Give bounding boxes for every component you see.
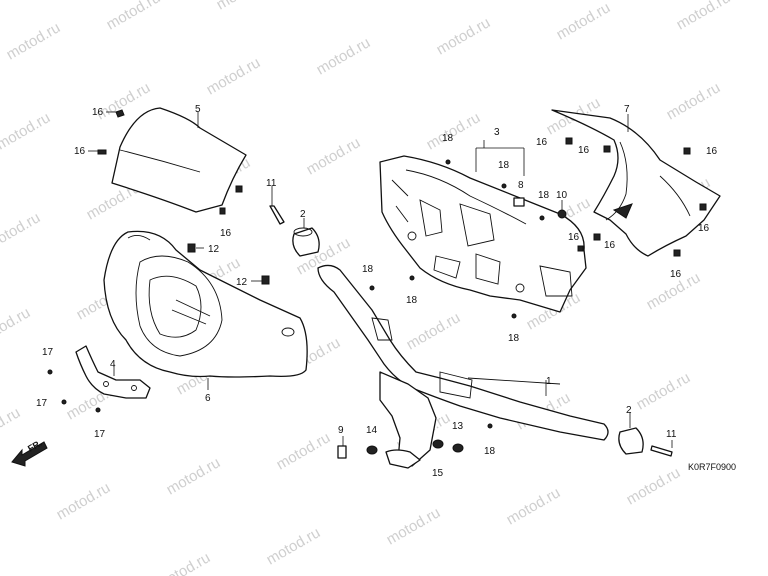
watermark-text: motod.ru (304, 134, 364, 178)
callout-label: 9 (338, 425, 344, 436)
callout-label: 15 (432, 468, 444, 479)
watermark-text: motod.ru (554, 0, 614, 43)
callout-label: 10 (556, 190, 568, 201)
callout-label: 18 (538, 190, 550, 201)
handlebar-part (317, 264, 609, 469)
watermark-text: motod.ru (504, 484, 564, 528)
watermark-text: motod.ru (434, 14, 494, 58)
callout-label: 2 (300, 209, 306, 220)
callout-layer: 16 16 5 11 16 2 12 12 17 4 17 17 6 18 3 … (36, 104, 718, 479)
callout-label: 4 (110, 359, 116, 370)
callout-label: 17 (36, 398, 48, 409)
watermark-text: motod.ru (204, 54, 264, 98)
diagram-code: K0R7F0900 (688, 462, 736, 472)
callout-label: 18 (508, 333, 520, 344)
bracket-part (75, 345, 151, 399)
inner-cover-part (379, 155, 587, 313)
watermark-text: motod.ru (274, 429, 334, 473)
watermark-text: motod.ru (634, 369, 694, 413)
callout-label: 18 (484, 446, 496, 457)
watermark-text: motod.ru (0, 209, 43, 253)
watermark-text: motod.ru (54, 479, 114, 523)
callout-label: 16 (568, 232, 580, 243)
callout-label: 7 (624, 104, 630, 115)
watermark-text: motod.ru (424, 109, 484, 153)
callout-label: 16 (698, 223, 710, 234)
callout-label: 1 (546, 376, 552, 387)
windscreen-part (111, 107, 247, 213)
watermark-text: motod.ru (104, 0, 164, 33)
front-direction-marker: FR. (11, 438, 48, 467)
grip-weight-upper (292, 227, 320, 257)
callout-label: 11 (266, 178, 277, 189)
watermark-text: motod.ru (164, 454, 224, 498)
watermark-text: motod.ru (0, 404, 23, 448)
callout-label: 11 (666, 429, 677, 440)
grip-weight-lower (618, 427, 644, 455)
watermark-text: motod.ru (4, 19, 64, 63)
callout-label: 18 (498, 160, 510, 171)
callout-label: 16 (536, 137, 548, 148)
callout-label: 16 (92, 107, 104, 118)
callout-label: 3 (494, 127, 500, 138)
fasteners (47, 109, 707, 459)
watermark-text: motod.ru (624, 464, 684, 508)
callout-label: 16 (670, 269, 682, 280)
callout-label: 5 (195, 104, 201, 115)
callout-label: 6 (205, 393, 211, 404)
callout-label: 16 (220, 228, 232, 239)
watermark-text: motod.ru (404, 309, 464, 353)
watermark-text: motod.ru (384, 504, 444, 548)
watermark-text: motod.ru (674, 0, 734, 33)
callout-label: 12 (236, 277, 248, 288)
rear-cover-part (551, 109, 721, 257)
callout-label: 16 (578, 145, 590, 156)
callout-label: 14 (366, 425, 378, 436)
callout-label: 17 (42, 347, 54, 358)
callout-label: 2 (626, 405, 632, 416)
watermark-text: motod.ru (0, 304, 33, 348)
callout-label: 16 (604, 240, 616, 251)
watermark-text: motod.ru (0, 109, 53, 153)
callout-label: 16 (706, 146, 718, 157)
callout-label: 18 (406, 295, 418, 306)
callout-label: 18 (442, 133, 454, 144)
front-arrow-icon (11, 441, 48, 467)
callout-label: 12 (208, 244, 220, 255)
watermark-text: motod.ru (154, 549, 214, 576)
watermark-text: motod.ru (214, 0, 274, 13)
watermark-text: motod.ru (664, 79, 724, 123)
watermark-text: motod.ru (314, 34, 374, 78)
callout-label: 18 (362, 264, 374, 275)
watermark-text: motod.ru (264, 524, 324, 568)
callout-label: 8 (518, 180, 524, 191)
callout-label: 13 (452, 421, 464, 432)
callout-label: 17 (94, 429, 106, 440)
leader-lines (88, 111, 673, 448)
callout-label: 16 (74, 146, 86, 157)
front-cover-part (103, 230, 308, 378)
